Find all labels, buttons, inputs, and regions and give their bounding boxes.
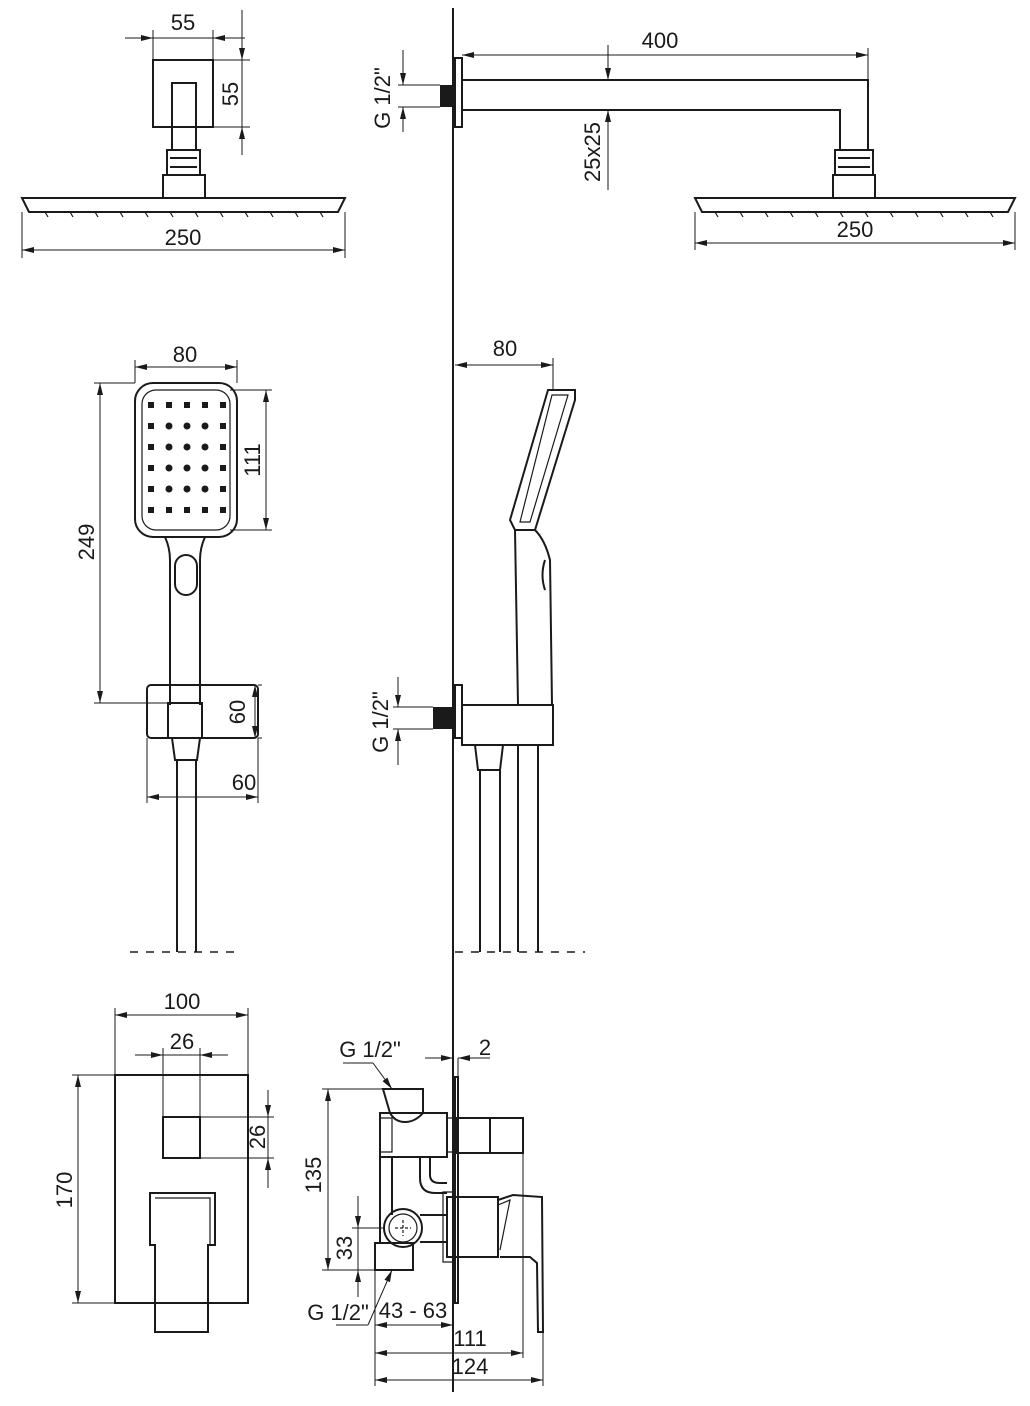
hand-shower-front-view: 80 111 249 60 60 xyxy=(74,342,272,953)
nozzle-dot xyxy=(201,422,209,430)
dim-arm-length: 400 xyxy=(642,28,679,53)
mixer-side-view: 135 33 G 1/2" 2 G 1/2" 43 - 63 111 124 xyxy=(301,1035,545,1386)
dim-plate-height: 170 xyxy=(52,1172,77,1209)
dim-knob-width: 26 xyxy=(170,1029,194,1054)
nozzle-dot xyxy=(183,443,191,451)
nozzle-dot xyxy=(148,486,154,492)
nozzle-dot xyxy=(201,464,209,472)
dim-overhead-head-width: 250 xyxy=(165,225,202,250)
nozzle-dot xyxy=(184,402,190,408)
dim-overhead-width: 55 xyxy=(171,10,195,35)
nozzle-dot xyxy=(183,464,191,472)
dim-holder-width: 60 xyxy=(232,770,256,795)
dim-overhead-height: 55 xyxy=(218,82,243,106)
nozzle-dot xyxy=(220,402,226,408)
dim-plate-width: 100 xyxy=(164,989,201,1014)
nozzle-dot xyxy=(220,507,226,513)
nozzle-dot xyxy=(183,485,191,493)
nozzle-dot xyxy=(165,422,173,430)
dim-hand-head-height: 111 xyxy=(240,443,265,476)
nozzle-dot xyxy=(165,485,173,493)
nozzle-dot xyxy=(201,443,209,451)
dim-hand-total-height: 249 xyxy=(74,524,99,561)
nozzle-dot xyxy=(202,402,208,408)
nozzle-dot xyxy=(201,485,209,493)
nozzle-dot xyxy=(148,402,154,408)
nozzle-dot xyxy=(165,464,173,472)
dim-side-head-width: 250 xyxy=(837,217,874,242)
nozzle-dot xyxy=(148,507,154,513)
overhead-shower-side-view: 400 25x25 G 1/2" 250 xyxy=(370,28,1017,250)
dim-holder-height: 60 xyxy=(225,700,250,724)
thread-overhead: G 1/2" xyxy=(370,67,395,129)
hand-shower-side-view: 80 G 1/2" xyxy=(368,336,585,953)
dim-hand-head-width: 80 xyxy=(173,342,197,367)
dim-depth-lever: 124 xyxy=(452,1354,489,1379)
thread-mixer-inlet: G 1/2" xyxy=(339,1037,401,1062)
dim-plate-thickness: 2 xyxy=(479,1035,491,1060)
overhead-shower-front-view: 55 55 250 xyxy=(20,10,347,258)
dim-install-depth: 43 - 63 xyxy=(379,1298,448,1323)
nozzle-dot xyxy=(148,423,154,429)
dim-body-height: 135 xyxy=(301,1157,326,1194)
dim-knob-height: 26 xyxy=(245,1125,270,1149)
nozzle-dot xyxy=(220,444,226,450)
nozzle-dot xyxy=(148,444,154,450)
dim-arm-section: 25x25 xyxy=(580,122,605,182)
nozzle-dot xyxy=(148,465,154,471)
nozzle-dot xyxy=(202,507,208,513)
nozzle-dot xyxy=(166,507,172,513)
thread-mixer-outlet: G 1/2" xyxy=(307,1300,369,1325)
thread-hand-outlet: G 1/2" xyxy=(368,691,393,753)
nozzle-dot xyxy=(183,422,191,430)
nozzle-dot xyxy=(220,423,226,429)
nozzle-dot xyxy=(220,486,226,492)
nozzle-dot xyxy=(184,507,190,513)
dim-hand-offset: 80 xyxy=(493,336,517,361)
nozzle-dot xyxy=(220,465,226,471)
dim-depth-knob: 111 xyxy=(453,1326,486,1351)
nozzle-dot xyxy=(166,402,172,408)
nozzle-dot xyxy=(165,443,173,451)
dim-outlet-height: 33 xyxy=(332,1236,357,1260)
mixer-front-view: 100 26 26 170 xyxy=(52,989,274,1333)
